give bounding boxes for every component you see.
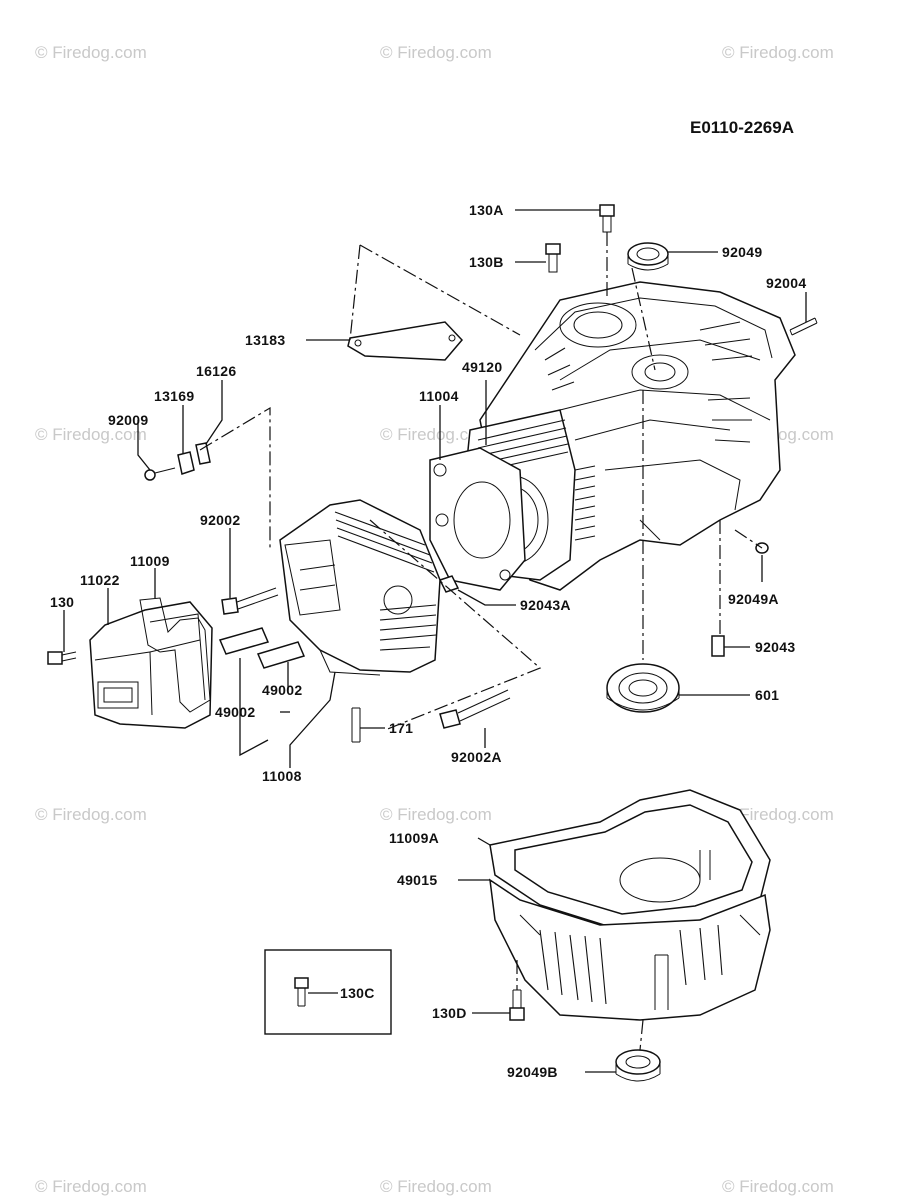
label-92002: 92002 [200, 512, 240, 528]
watermark-text: © Firedog.com [380, 805, 492, 824]
label-13169: 13169 [154, 388, 194, 404]
watermark-text: © Firedog.com [380, 425, 492, 444]
oil-pan-drawing [489, 850, 771, 1021]
label-601: 601 [755, 687, 779, 703]
watermark-text: © Firedog.com [35, 805, 147, 824]
label-49002: 49002 [262, 682, 302, 698]
label-13183: 13183 [245, 332, 285, 348]
inset-box-drawing [264, 949, 392, 1035]
watermark-text: © Firedog.com [380, 1177, 492, 1196]
stud-92004-drawing [789, 317, 818, 336]
label-130D: 130D [432, 1005, 467, 1021]
label-171: 171 [389, 720, 413, 736]
rocker-cover-drawing [89, 601, 213, 729]
label-92002A: 92002A [451, 749, 502, 765]
assembly-lines [199, 232, 763, 1051]
watermarks: © Firedog.com © Firedog.com © Firedog.co… [35, 43, 834, 1196]
head-gasket-drawing [429, 447, 526, 591]
label-49120: 49120 [462, 359, 502, 375]
cylinder-head-drawing [279, 499, 441, 676]
label-130B: 130B [469, 254, 504, 270]
label-11009A: 11009A [389, 830, 439, 846]
label-16126: 16126 [196, 363, 236, 379]
watermark-text: © Firedog.com [35, 43, 147, 62]
cover-plate-drawing [347, 321, 464, 361]
leader-lines [63, 209, 807, 1073]
oil-pan-gasket-drawing [489, 789, 771, 931]
watermark-text: © Firedog.com [35, 425, 147, 444]
label-11004: 11004 [419, 388, 459, 404]
part-labels: 130A 130B 92049 92004 13183 49120 11004 … [50, 202, 806, 1080]
watermark-text: © Firedog.com [722, 43, 834, 62]
label-130A: 130A [469, 202, 504, 218]
watermark-text: © Firedog.com [380, 43, 492, 62]
small-parts-drawing [47, 442, 769, 743]
label-92043A: 92043A [520, 597, 571, 613]
label-92049: 92049 [722, 244, 762, 260]
oil-seal-top-drawing [627, 242, 669, 271]
bearing-drawing [606, 663, 680, 713]
cover-gasket-drawing [139, 597, 211, 713]
label-92049A: 92049A [728, 591, 779, 607]
label-92009: 92009 [108, 412, 148, 428]
label-11009: 11009 [130, 553, 170, 569]
watermark-text: © Firedog.com [35, 1177, 147, 1196]
label-11008: 11008 [262, 768, 302, 784]
label-92049B: 92049B [507, 1064, 558, 1080]
diagram-code: E0110-2269A [690, 118, 794, 137]
oil-seal-bottom-drawing [615, 1049, 661, 1082]
label-130C: 130C [340, 985, 375, 1001]
label-11022: 11022 [80, 572, 120, 588]
label-92004: 92004 [766, 275, 806, 291]
label-92043: 92043 [755, 639, 795, 655]
bolt-130D-drawing [509, 989, 525, 1021]
label-130: 130 [50, 594, 74, 610]
label-49015: 49015 [397, 872, 437, 888]
label-49002: 49002 [215, 704, 255, 720]
bolts-top-drawing [545, 204, 615, 273]
watermark-text: © Firedog.com [722, 805, 834, 824]
watermark-text: © Firedog.com [722, 1177, 834, 1196]
